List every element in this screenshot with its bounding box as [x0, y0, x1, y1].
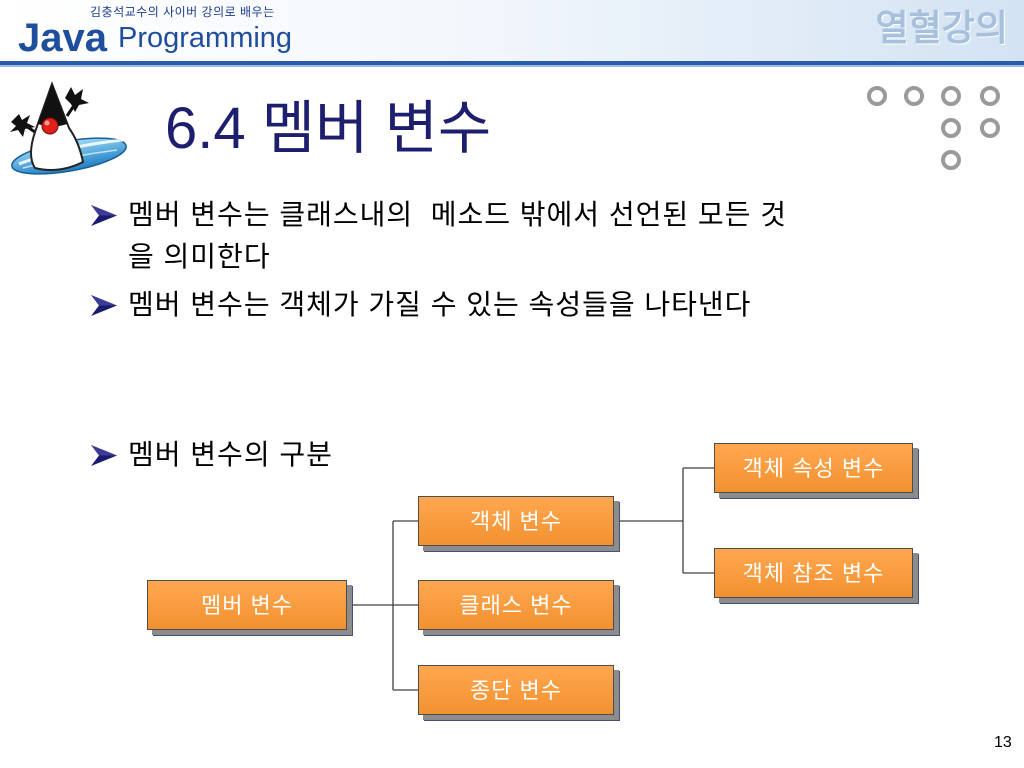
diagram-node-final-variable: 종단 변수: [418, 665, 614, 715]
header-divider-highlight: [0, 65, 1024, 67]
bullet-text: 멤버 변수의 구분: [128, 439, 333, 470]
header-band: [0, 0, 1024, 61]
slide-title: 6.4 멤버 변수: [165, 96, 492, 161]
header-divider: [0, 61, 1024, 65]
page-number: 13: [994, 734, 1012, 751]
bullet-item: 멤버 변수는 객체가 가질 수 있는 속성들을 나타낸다: [90, 284, 1010, 326]
arrow-bullet-icon: [91, 295, 117, 316]
bullet-text-continued: 을 의미한다: [128, 241, 271, 272]
bullet-item: 멤버 변수는 클래스내의 메소드 밖에서 선언된 모든 것 을 의미한다: [90, 194, 1010, 278]
header-subtitle: 김충석교수의 사이버 강의로 배우는: [90, 5, 275, 19]
brand-java-text: Java: [18, 16, 107, 60]
diagram-node-object-attribute-variable: 객체 속성 변수: [714, 443, 913, 493]
arrow-bullet-icon: [91, 445, 117, 466]
series-label: 열혈강의: [875, 7, 1008, 48]
diagram-node-member-variable: 멤버 변수: [147, 580, 347, 630]
bullet-text: 멤버 변수는 클래스내의 메소드 밖에서 선언된 모든 것: [128, 199, 787, 230]
bullet-item: 멤버 변수의 구분: [90, 434, 1010, 476]
diagram-node-object-variable: 객체 변수: [418, 496, 614, 546]
bullet-text: 멤버 변수는 객체가 가질 수 있는 속성들을 나타낸다: [128, 289, 752, 320]
diagram-node-object-reference-variable: 객체 참조 변수: [714, 548, 913, 598]
gray-ring-dots-icon: [867, 86, 1000, 170]
brand-programming-text: Programming: [118, 22, 293, 54]
java-duke-mascot-icon: [10, 81, 127, 175]
diagram-node-class-variable: 클래스 변수: [418, 580, 614, 630]
arrow-bullet-icon: [91, 205, 117, 226]
